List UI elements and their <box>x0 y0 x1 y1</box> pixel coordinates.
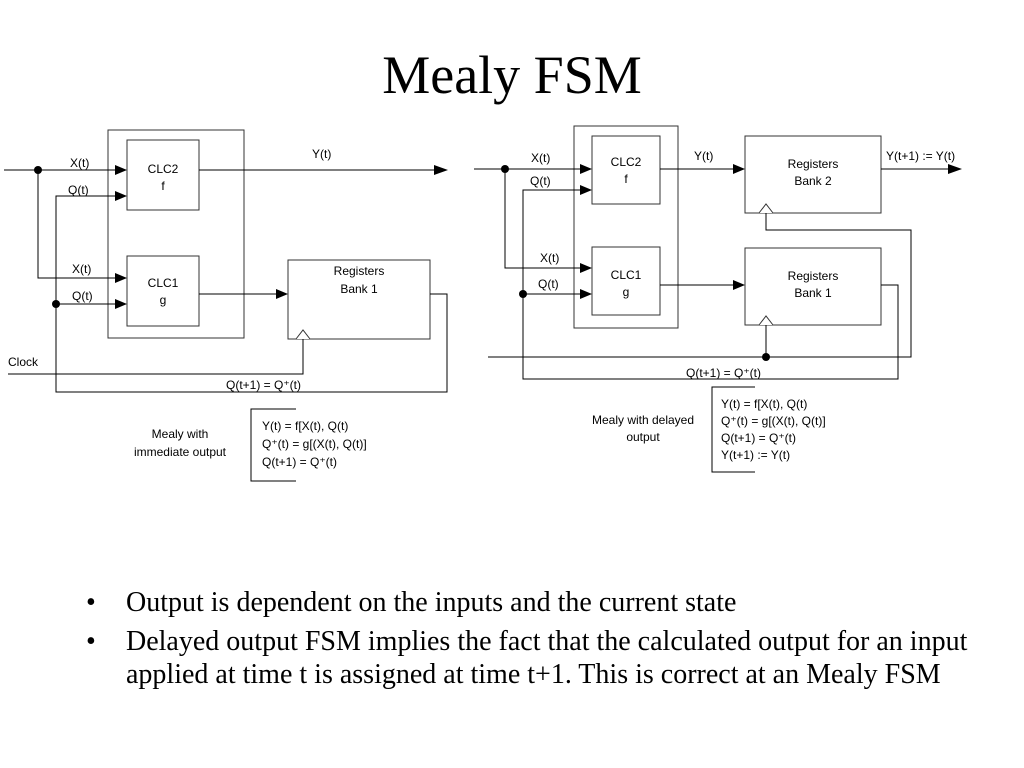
registers-bank-1-name: Registers <box>788 269 839 283</box>
clc2-name: CLC2 <box>148 162 179 176</box>
equation-bracket-delayed <box>711 386 755 473</box>
state-q-arrow-bottom <box>580 289 592 299</box>
equation-delayed-2: Q⁺(t) = g[(X(t), Q(t)] <box>721 414 826 428</box>
bullet-list: • Output is dependent on the inputs and … <box>82 586 982 697</box>
clock-edge-marker <box>295 329 311 340</box>
label-feedback: Q(t+1) = Q⁺(t) <box>686 366 761 380</box>
mealy-diagrams: CLC2 f CLC1 g Registers Bank 1 X(t) X(t)… <box>4 125 962 482</box>
clock-wire <box>8 339 304 375</box>
diagram-delayed-output: CLC2 f CLC1 g Registers Bank 2 Registers… <box>474 125 962 473</box>
equation-delayed-1: Y(t) = f[X(t), Q(t) <box>721 397 807 411</box>
label-x-bottom: X(t) <box>72 262 91 276</box>
input-x-arrow <box>115 165 127 175</box>
state-feedback-wire <box>55 293 448 393</box>
clc1-g-block <box>591 246 661 316</box>
combinational-logic-frame <box>107 129 245 339</box>
registers-bank-2-block <box>744 135 882 214</box>
delayed-output-arrow <box>948 164 962 174</box>
input-x-branch-arrow <box>115 273 127 283</box>
clc2-function: f <box>161 179 165 193</box>
label-q-bottom: Q(t) <box>72 289 93 303</box>
registers-bank-2-name: Registers <box>788 157 839 171</box>
state-q-wire-top <box>55 195 118 304</box>
caption-immediate-line-2: immediate output <box>134 445 227 459</box>
state-q-arrow-bottom <box>115 299 127 309</box>
registers-bank-1-name: Registers <box>334 264 385 278</box>
label-clock: Clock <box>8 355 39 369</box>
output-y-arrow <box>434 165 448 175</box>
clock-junction <box>762 353 770 361</box>
equation-delayed-3: Q(t+1) = Q⁺(t) <box>721 431 796 445</box>
equation-bracket-immediate <box>250 408 296 482</box>
registers-bank-1-block <box>744 247 882 326</box>
clc1-name: CLC1 <box>611 268 642 282</box>
bullet-marker: • <box>86 587 96 618</box>
label-x-top: X(t) <box>531 151 550 165</box>
caption-delayed-line-1: Mealy with delayed <box>592 413 694 427</box>
clock-wire-bank-2 <box>765 213 912 358</box>
label-y-mid: Y(t) <box>694 149 713 163</box>
label-x-bottom: X(t) <box>540 251 559 265</box>
label-q-bottom: Q(t) <box>538 277 559 291</box>
diagram-immediate-output: CLC2 f CLC1 g Registers Bank 1 X(t) X(t)… <box>4 129 448 482</box>
clc2-function: f <box>624 172 628 186</box>
slide-title: Mealy FSM <box>382 45 642 105</box>
clc1-name: CLC1 <box>148 276 179 290</box>
input-x-arrow <box>580 164 592 174</box>
input-x-branch-wire <box>37 170 118 279</box>
bullet-item: • Delayed output FSM implies the fact th… <box>82 625 982 691</box>
next-state-arrow <box>276 289 288 299</box>
clock-edge-marker-bank-1 <box>758 315 774 326</box>
state-feedback-wire <box>522 284 899 380</box>
label-y-out: Y(t) <box>312 147 331 161</box>
caption-delayed-line-2: output <box>626 430 660 444</box>
caption-immediate-line-1: Mealy with <box>152 427 209 441</box>
bullet-text: Output is dependent on the inputs and th… <box>126 587 737 618</box>
input-x-branch-wire <box>504 169 583 269</box>
equation-immediate-1: Y(t) = f[X(t), Q(t) <box>262 419 348 433</box>
registers-bank-1-index: Bank 1 <box>340 282 378 296</box>
clc1-g-block <box>126 255 200 327</box>
label-y-delayed-out: Y(t+1) := Y(t) <box>886 149 955 163</box>
equation-immediate-3: Q(t+1) = Q⁺(t) <box>262 455 337 469</box>
label-q-top: Q(t) <box>68 183 89 197</box>
registers-bank-2-index: Bank 2 <box>794 174 832 188</box>
registers-bank-1-index: Bank 1 <box>794 286 832 300</box>
label-x-top: X(t) <box>70 156 89 170</box>
output-y-arrow <box>733 164 745 174</box>
label-feedback: Q(t+1) = Q⁺(t) <box>226 378 301 392</box>
state-q-arrow-top <box>580 185 592 195</box>
clc1-function: g <box>160 293 167 307</box>
bullet-text: Delayed output FSM implies the fact that… <box>126 626 968 690</box>
bullet-item: • Output is dependent on the inputs and … <box>82 586 982 619</box>
equation-immediate-2: Q⁺(t) = g[(X(t), Q(t)] <box>262 437 367 451</box>
clc2-f-block <box>591 135 661 205</box>
bullet-marker: • <box>86 626 96 657</box>
clc2-name: CLC2 <box>611 155 642 169</box>
combinational-logic-frame <box>573 125 679 329</box>
input-x-branch-arrow <box>580 263 592 273</box>
next-state-arrow <box>733 280 745 290</box>
label-q-top: Q(t) <box>530 174 551 188</box>
state-q-arrow-top <box>115 191 127 201</box>
clc2-f-block <box>126 139 200 211</box>
clc1-function: g <box>623 285 630 299</box>
state-q-wire-top <box>522 189 583 294</box>
clock-edge-marker-bank-2 <box>758 203 774 214</box>
equation-delayed-4: Y(t+1) := Y(t) <box>721 448 790 462</box>
registers-bank-1-block <box>287 259 431 340</box>
